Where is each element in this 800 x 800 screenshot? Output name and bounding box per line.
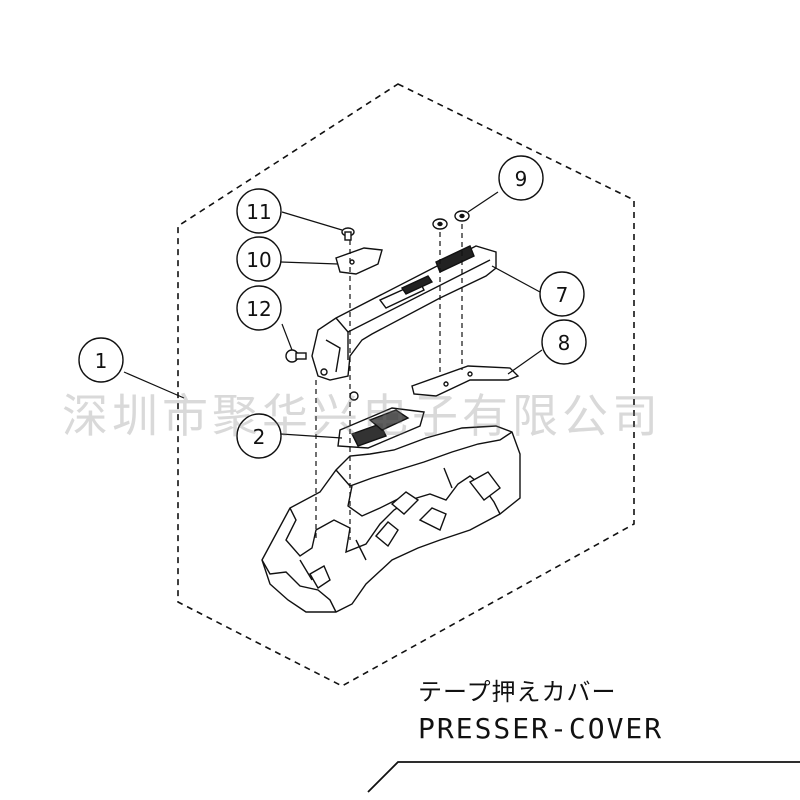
callout-12-circle [236, 285, 282, 331]
callout-labels: 1 2 7 8 9 10 11 12 [95, 167, 571, 449]
callout-10-circle [236, 236, 282, 282]
callout-10-label: 10 [246, 248, 271, 272]
callout-11-label: 11 [246, 200, 271, 224]
callout-9-circle [498, 155, 544, 201]
callout-8-circle [541, 319, 587, 365]
watermark-text: 深圳市聚华兴电子有限公司 [62, 389, 662, 443]
part-10-plate [335, 247, 383, 275]
callout-12-label: 12 [246, 297, 271, 321]
leader-lines [123, 191, 543, 439]
callout-2-label: 2 [253, 425, 266, 449]
callout-7-label: 7 [556, 283, 569, 307]
screw-parts [285, 210, 470, 401]
frame-corner-line [367, 761, 800, 793]
callout-11-circle [236, 188, 282, 234]
callout-1-label: 1 [95, 349, 108, 373]
part-8-plate [411, 365, 520, 397]
part-7-bracket [311, 245, 497, 381]
callout-9-label: 9 [515, 167, 528, 191]
callout-circles [78, 155, 587, 459]
part-2-plate [337, 407, 425, 449]
callout-7-circle [539, 271, 585, 317]
caption-english: PRESSER-COVER [418, 712, 664, 745]
base-part [261, 425, 521, 613]
caption-japanese: テープ押えカバー [418, 678, 617, 706]
callout-2-circle [236, 413, 282, 459]
callout-8-label: 8 [558, 331, 571, 355]
assembly-guides [315, 224, 463, 540]
callout-1-circle [78, 337, 124, 383]
